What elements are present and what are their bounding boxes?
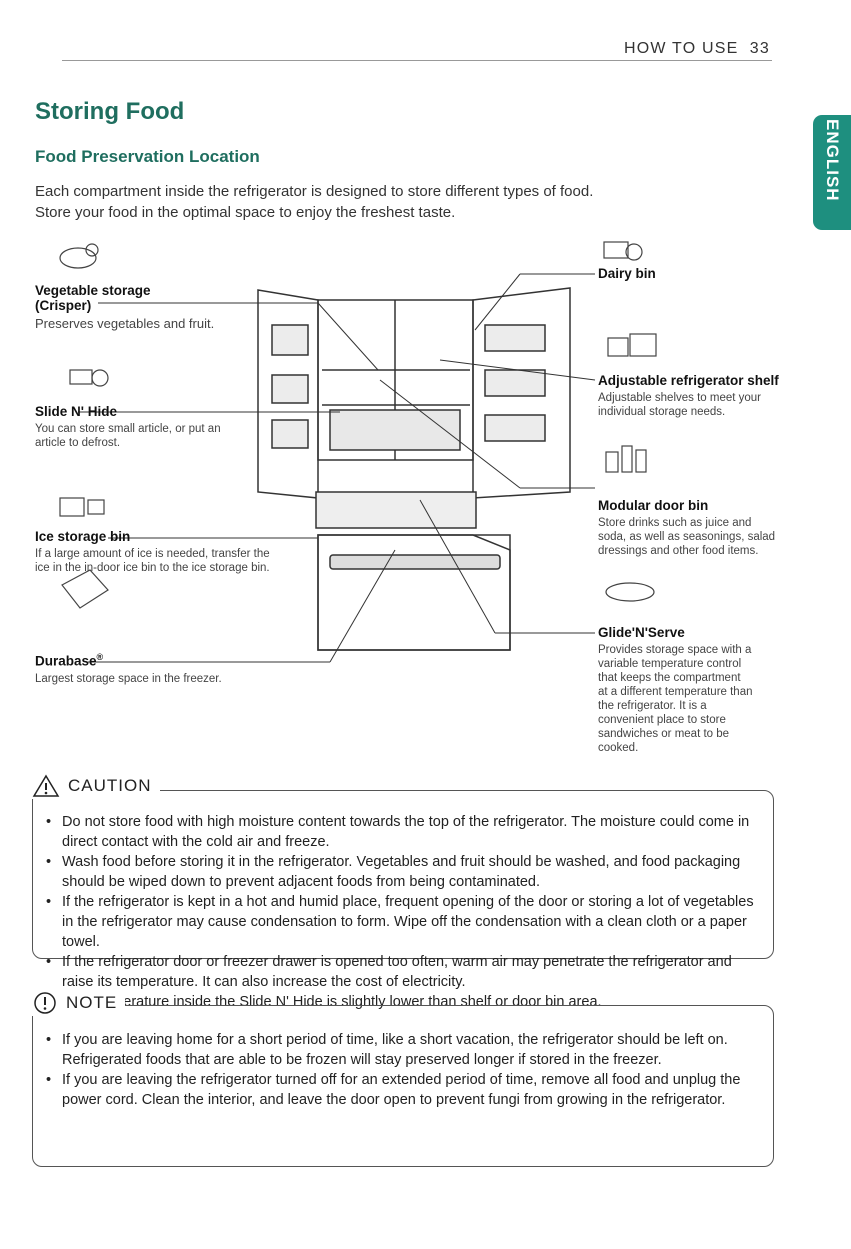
label-ice-bin: Ice storage bin If a large amount of ice… [35,529,280,575]
glide-desc: Provides storage space with a variable t… [598,644,753,754]
intro-line-2: Store your food in the optimal space to … [35,204,456,221]
intro-line-1: Each compartment inside the refrigerator… [35,183,594,200]
section-title: Food Preservation Location [35,147,260,166]
shelf-icon [607,333,657,357]
caution-header: CAUTION [30,773,160,799]
language-tab-label: ENGLISH [823,119,842,202]
page-title: Storing Food [35,98,185,125]
right-door [472,287,571,499]
caution-item: Wash food before storing it in the refri… [40,852,760,892]
note-header: NOTE [30,990,126,1016]
running-header: HOW TO USE 33 [560,40,770,58]
note-item: If you are leaving the refrigerator turn… [40,1070,760,1110]
vegetable-icon [59,243,99,269]
shelf-desc: Adjustable shelves to meet your individu… [598,392,762,418]
caution-list: Do not store food with high moisture con… [40,812,760,1012]
durabase-icon [61,569,109,609]
refrigerator-diagram [59,241,657,663]
label-crisper: Vegetable storage (Crisper) Preserves ve… [35,283,235,332]
crisper-desc: Preserves vegetables and fruit. [35,316,215,331]
door-bin-title: Modular door bin [598,498,709,513]
durabase-desc: Largest storage space in the freezer. [35,672,222,685]
label-durabase: Durabase® Largest storage space in the f… [35,652,315,686]
note-item: If you are leaving home for a short peri… [40,1030,760,1070]
slide-n-hide-desc: You can store small article, or put an a… [35,423,221,449]
slide-n-hide-title: Slide N' Hide [35,404,117,419]
label-shelf: Adjustable refrigerator shelf Adjustable… [598,373,798,419]
note-box [32,1005,774,1167]
info-icon [34,992,56,1014]
warning-icon [32,774,60,797]
dairy-bin-title: Dairy bin [598,266,656,281]
dairy-icon [603,241,643,261]
caution-item: If the refrigerator door or freezer draw… [40,952,760,992]
door-bin-desc: Store drinks such as juice and soda, as … [598,517,776,557]
caution-heading: CAUTION [68,776,152,795]
label-door-bin: Modular door bin Store drinks such as ju… [598,498,778,558]
door-bin-icon [605,445,647,473]
label-slide-n-hide: Slide N' Hide You can store small articl… [35,404,225,450]
durabase-mark: ® [96,652,104,662]
durabase-title: Durabase [35,653,97,669]
glide-title: Glide'N'Serve [598,625,685,640]
page-number: 33 [749,40,770,57]
ice-bin-desc: If a large amount of ice is needed, tran… [35,548,270,574]
note-list: If you are leaving home for a short peri… [40,1030,760,1110]
header-section: HOW TO USE [623,40,739,57]
crisper-title-1: Vegetable storage [35,283,151,298]
crisper-title-2: (Crisper) [35,298,92,313]
caution-item: Do not store food with high moisture con… [40,812,760,852]
header-rule [62,60,772,61]
note-heading: NOTE [66,993,118,1012]
language-tab: ENGLISH [813,115,851,230]
glide-icon [605,582,655,602]
caution-item: If the refrigerator is kept in a hot and… [40,892,760,952]
ice-bin-title: Ice storage bin [35,529,131,544]
ice-bin-icon [59,497,105,517]
label-glide: Glide'N'Serve Provides storage space wit… [598,625,753,755]
shelf-title: Adjustable refrigerator shelf [598,373,779,388]
label-dairy-bin: Dairy bin [598,266,656,281]
slide-n-hide-icon [69,369,109,387]
left-door [257,289,319,499]
